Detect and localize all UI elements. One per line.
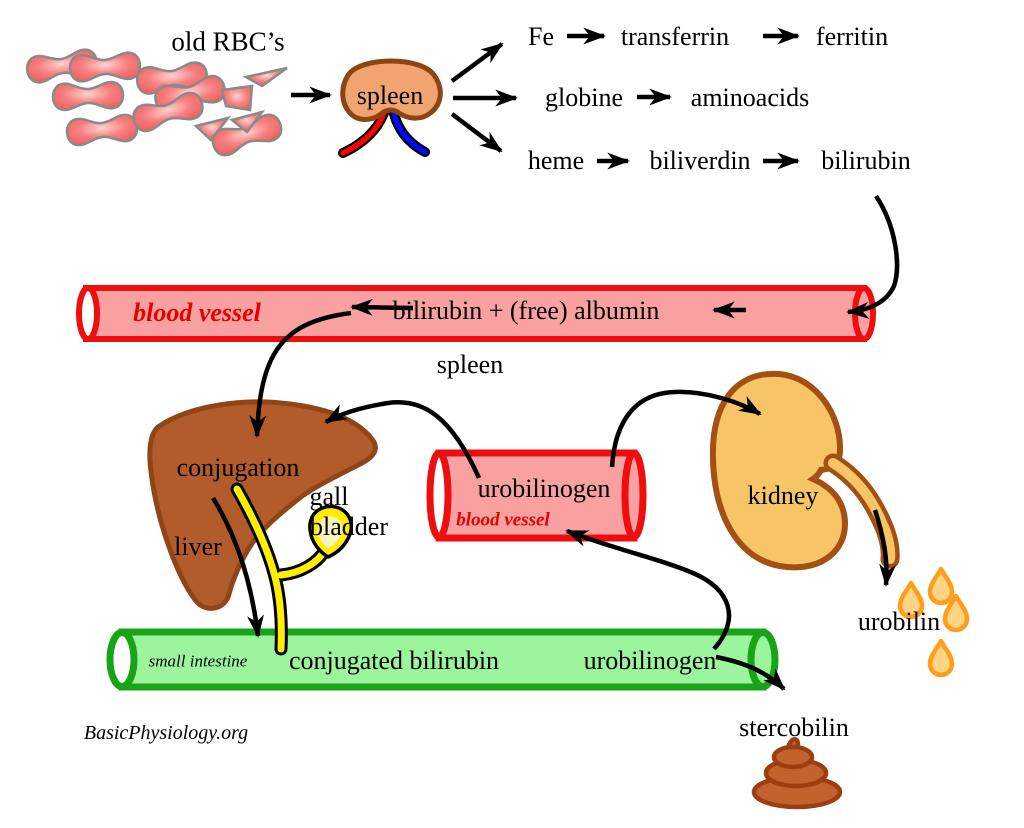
label-aminoacids: aminoacids	[690, 83, 810, 112]
rbc-icon	[51, 80, 125, 112]
label-spleen-caption: spleen	[436, 350, 504, 379]
label-credit: BasicPhysiology.org	[83, 722, 249, 744]
label-stercobilin: stercobilin	[739, 713, 849, 742]
label-heme: heme	[527, 146, 585, 175]
arrow-vessel-to-liver	[249, 310, 352, 438]
label-bladder: bladder	[310, 512, 388, 541]
label-ferritin: ferritin	[815, 22, 889, 51]
label-kidney: kidney	[747, 481, 819, 510]
label-urobilinogen-blood: urobilinogen	[477, 474, 611, 503]
rbc-cluster	[24, 46, 288, 160]
label-globine: globine	[545, 83, 623, 112]
arrow-spleen-to-fe	[450, 42, 504, 83]
label-conjugation: conjugation	[176, 453, 300, 482]
arrow-bilirubin-to-vessel	[846, 194, 900, 319]
spleen-icon	[340, 58, 443, 122]
label-small-intestine: small intestine	[148, 651, 248, 671]
rbc-fragment-icon	[229, 109, 266, 134]
label-conjugated-bilirubin: conjugated bilirubin	[288, 646, 500, 675]
arrow-liver-to-intestine	[211, 496, 264, 638]
label-old-rbcs: old RBC’s	[171, 26, 285, 57]
arrow-urobilinogen-to-kidney	[609, 389, 762, 468]
label-blood-vessel-middle: blood vessel	[456, 509, 550, 531]
label-urobilin: urobilin	[857, 607, 941, 636]
ureter-icon	[823, 453, 900, 569]
small-intestine-tube	[106, 628, 779, 691]
kidney-icon	[709, 370, 849, 571]
arrow-urobilinogen-to-liver	[324, 400, 482, 479]
arrow-spleen-to-heme	[450, 112, 503, 153]
feces-icon	[751, 737, 843, 810]
rbc-fragment-icon	[193, 115, 232, 142]
label-gall: gall	[309, 482, 349, 511]
rbc-fragment-icon	[242, 66, 288, 88]
label-bilirubin-albumin: bilirubin + (free) albumin	[392, 296, 660, 325]
rbc-icon	[68, 50, 142, 84]
urine-drop-icon	[930, 641, 952, 675]
label-bilirubin: bilirubin	[821, 146, 911, 175]
spleen-vessels-icon	[338, 108, 430, 158]
label-biliverdin: biliverdin	[649, 146, 751, 175]
blood-vessel-tube-middle	[426, 449, 647, 542]
liver-icon	[147, 399, 378, 611]
urine-drop-icon	[930, 569, 952, 603]
label-blood-vessel-top: blood vessel	[133, 298, 261, 327]
arrow-kidney-to-urobilin	[872, 509, 897, 587]
arrow-vessel-flow-left	[350, 298, 414, 316]
label-liver: liver	[174, 532, 222, 561]
arrow-intestine-to-vessel	[565, 528, 732, 651]
label-spleen-organ: spleen	[356, 81, 424, 110]
label-transferrin: transferrin	[620, 22, 730, 51]
label-urobilinogen-intestine: urobilinogen	[583, 646, 717, 675]
label-fe: Fe	[528, 22, 554, 51]
rbc-fragment-icon	[220, 84, 254, 112]
rbc-icon	[64, 112, 140, 148]
gallbladder-icon	[308, 504, 353, 559]
flow-arrows	[211, 27, 900, 691]
arrow-intestine-to-stercobilin	[715, 654, 786, 691]
